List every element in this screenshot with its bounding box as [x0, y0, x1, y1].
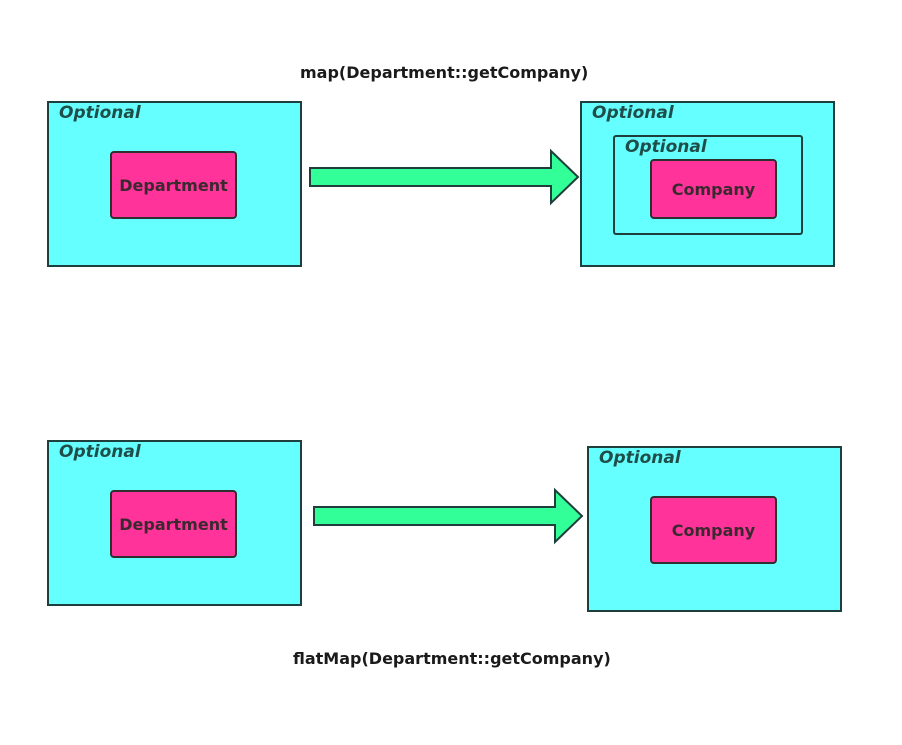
map-result-company-box: Company: [650, 159, 777, 219]
flatmap-result-optional: Optional Company: [587, 446, 842, 612]
map-result-outer-optional-label: Optional: [592, 103, 674, 123]
flatmap-source-optional: Optional Department: [47, 440, 302, 606]
map-source-optional: Optional Department: [47, 101, 302, 267]
map-arrow: [309, 148, 580, 206]
flatmap-source-department-box: Department: [110, 490, 237, 558]
map-arrow-shape: [309, 148, 580, 206]
flatmap-caption: flatMap(Department::getCompany): [293, 649, 611, 668]
flatmap-result-optional-label: Optional: [599, 448, 681, 468]
map-source-department-box: Department: [110, 151, 237, 219]
map-result-inner-optional: Optional Company: [613, 135, 803, 235]
flatmap-source-optional-label: Optional: [59, 442, 141, 462]
flatmap-arrow: [313, 487, 584, 545]
map-result-inner-optional-label: Optional: [625, 137, 707, 157]
map-result-outer-optional: Optional Optional Company: [580, 101, 835, 267]
flatmap-result-company-box: Company: [650, 496, 777, 564]
map-caption: map(Department::getCompany): [300, 63, 589, 82]
map-source-optional-label: Optional: [59, 103, 141, 123]
flatmap-arrow-shape: [313, 487, 584, 545]
